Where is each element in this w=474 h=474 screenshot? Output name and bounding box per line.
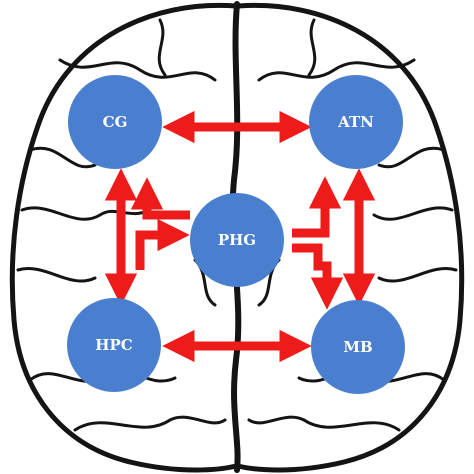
- arrow-phg-mb: [292, 243, 344, 310]
- node-label-phg: PHG: [218, 231, 256, 249]
- node-label-cg: CG: [103, 113, 128, 131]
- node-label-hpc: HPC: [95, 336, 132, 354]
- node-cg: CG: [68, 75, 162, 169]
- connection-arrows: [104, 110, 376, 363]
- node-mb: MB: [311, 300, 405, 394]
- arrow-hpc-phg: [135, 218, 190, 270]
- node-hpc: HPC: [67, 298, 161, 392]
- arrow-phg-atn: [292, 176, 342, 238]
- node-label-atn: ATN: [337, 113, 374, 131]
- node-atn: ATN: [309, 75, 403, 169]
- arrow-phg-cg: [130, 177, 190, 220]
- node-label-mb: MB: [343, 338, 372, 356]
- node-phg: PHG: [190, 193, 284, 287]
